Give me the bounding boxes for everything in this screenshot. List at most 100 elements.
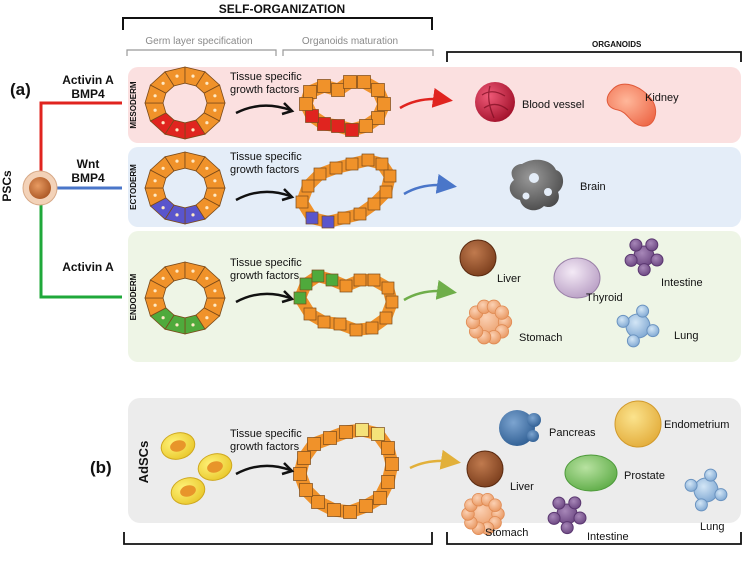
organoid-cell [321,215,335,229]
organoid-lobe [488,498,502,512]
endoderm-liver-label: Liver [497,273,521,285]
organoid-arm [568,496,582,510]
endoderm-growth-2: growth factors [230,270,300,282]
ring-cell-nucleus [161,206,165,210]
ring-cell-nucleus [191,323,195,327]
organoid-cell [345,123,359,137]
organoid-arm [626,334,640,348]
organoid-cell [317,315,331,329]
organoid-cell [359,499,373,513]
ring-cell [203,169,226,189]
organoid-arm [624,253,638,267]
organoid-arm [704,468,718,482]
organoid-cell [299,483,313,497]
organoid-cell [371,427,385,441]
organoid-arm [636,304,650,318]
organoid-cell [343,75,357,89]
organoid-cell [325,273,339,287]
liver-organoid-icon [459,239,497,277]
organoid-cell [313,167,327,181]
organoid-arm [629,238,643,252]
ectoderm-band [128,147,741,227]
organoid-cell [299,97,313,111]
germ-layer-label: Germ layer specification [145,36,252,47]
ectoderm-label: ECTODERM [129,164,138,210]
organoid-cell [301,179,315,193]
ring-cell-nucleus [175,323,179,327]
organoids-title: ORGANOIDS [592,40,642,49]
ring-cell-nucleus [161,316,165,320]
organoid-cell [323,431,337,445]
organoid-cell [295,195,309,209]
intestine-organoid-icon [624,238,664,277]
brain-organoid-icon [509,159,564,211]
endoderm-black-arrowhead [281,290,295,304]
organoid-arm [552,496,566,510]
organoid-cell [371,83,385,97]
ring-cell-nucleus [213,179,217,183]
endoderm-color-arrow [403,279,457,302]
organoid-cell [349,323,363,337]
ring-cell-nucleus [205,206,209,210]
stomach-organoid-icon [465,299,513,345]
ring-cell-nucleus [205,276,209,280]
organoid-cell [343,505,357,519]
organoid-cell [331,119,345,133]
organoid-cell [303,85,317,99]
organoid-cell [307,437,321,451]
organoid-arm [714,488,728,502]
ring-cell-nucleus [153,94,157,98]
germ-layer-bracket [126,49,277,56]
organoid-cell [381,475,395,489]
mesoderm-factor-2: BMP4 [71,87,105,101]
organoid-cell [383,169,397,183]
organoid-cell [375,157,389,171]
organoid-cell [339,425,353,439]
ectoderm-growth-2: growth factors [230,164,300,176]
endoderm-growth-1: Tissue specific [230,257,302,269]
thyroid-label: Thyroid [586,292,623,304]
ring-cell-nucleus [213,193,217,197]
mesoderm-organoid-blob [299,75,391,137]
adscs-black-arrow [235,464,291,476]
endoderm-intestine-label: Intestine [661,277,703,289]
organoid-cell [337,211,351,225]
organoid-cell [333,317,347,331]
ring-cell-nucleus [161,276,165,280]
ring-cell-nucleus [153,303,157,307]
organoid-cell [327,503,341,517]
ectoderm-factor-2: BMP4 [71,171,105,185]
mesoderm-label: MESODERM [129,81,138,128]
pscs-label: PSCs [0,170,14,202]
organoid-arm [637,263,651,277]
organoid-cell [293,467,307,481]
ring-cell-nucleus [191,128,195,132]
ring-cell [203,279,226,299]
thyroid-organoid-icon [553,257,601,299]
ring-cell-nucleus [205,121,209,125]
ring-cell-nucleus [161,121,165,125]
ring-cell-nucleus [153,179,157,183]
adscs-organoid-blob [293,423,399,519]
endoderm-lung-label: Lung [674,330,698,342]
ring-cell-nucleus [175,269,179,273]
organoid-cell [377,97,391,111]
organoid-arm [694,498,708,512]
ring-cell-nucleus [205,166,209,170]
organoid-arm [560,521,574,535]
ectoderm-ring [144,151,226,225]
organoid-body [625,313,651,339]
ring-cell-nucleus [191,159,195,163]
ring-cell-nucleus [175,213,179,217]
organoid-cell [379,311,393,325]
organoid-arm [573,511,587,525]
organoid-cell [385,457,399,471]
mesoderm-color-arrow [399,87,453,110]
mesoderm-line [39,101,122,176]
endometrium-label: Endometrium [664,419,729,431]
adscs-label: AdSCs [136,441,151,484]
ring-cell-nucleus [161,81,165,85]
endoderm-factor-1: Activin A [62,260,114,274]
ring-cell-nucleus [153,289,157,293]
